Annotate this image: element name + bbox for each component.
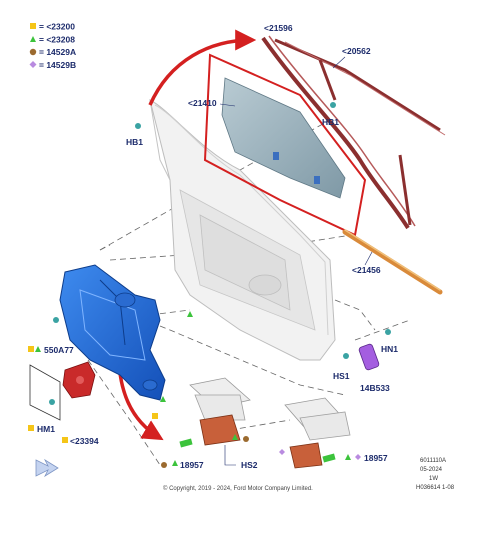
red-arrow-glass — [148, 29, 257, 106]
weatherstrip — [342, 229, 443, 295]
label-motor-bolt: HM1 — [37, 424, 55, 434]
circle-marker-icon — [29, 48, 37, 56]
label-belt-trim: <20562 — [342, 46, 371, 56]
footer-code3: 1W — [429, 476, 438, 482]
weatherstrip-highlight — [344, 229, 441, 291]
door-module — [358, 343, 380, 371]
window-glass — [203, 53, 367, 237]
front-direction-arrow-icon — [35, 458, 59, 478]
label-switch-left: 18957 — [180, 460, 204, 470]
window-run-trim — [261, 35, 446, 230]
door-inner-panel — [149, 99, 336, 361]
diamond-marker-icon — [29, 61, 37, 68]
fastener-markers — [28, 102, 391, 468]
label-outer-run: <21596 — [264, 23, 293, 33]
label-bolt-hb1-glass: HB1 — [322, 117, 339, 127]
triangle-marker-icon — [30, 36, 36, 42]
window-regulator — [59, 264, 166, 401]
switch-right — [284, 397, 351, 469]
label-switch-right: 18957 — [364, 453, 388, 463]
legend-label-circle: = 14529A — [39, 47, 76, 57]
label-module: 14B533 — [360, 383, 390, 393]
footer-code2: 05-2024 — [420, 467, 443, 473]
legend: = <23200 = <23208 = 14529A = 14529B — [29, 22, 76, 70]
window-motor — [29, 361, 96, 421]
label-bolt-hb1-door: HB1 — [126, 137, 143, 147]
legend-label-triangle: = <23208 — [39, 35, 75, 45]
footer: 6011110A 05-2024 1W H036614 1-08 © Copyr… — [163, 458, 455, 492]
part-labels: <21410 <21596 <20562 HB1 HB1 <21456 550A… — [37, 23, 398, 470]
label-glass: <21410 — [188, 98, 217, 108]
footer-code1: 6011110A — [420, 458, 446, 464]
label-nut-hn1: HN1 — [381, 344, 398, 354]
label-screw-hs1: HS1 — [333, 371, 350, 381]
square-marker-icon — [30, 23, 36, 29]
switch-left — [179, 377, 251, 448]
label-weatherstrip: <21456 — [352, 265, 381, 275]
label-motor: <23394 — [70, 436, 99, 446]
legend-label-square: = <23200 — [39, 22, 75, 32]
footer-code4: H036614 1-08 — [416, 485, 455, 491]
legend-label-diamond: = 14529B — [39, 60, 76, 70]
label-screw-hs2: HS2 — [241, 460, 258, 470]
label-regulator-bolt: 550A77 — [44, 345, 74, 355]
copyright-text: © Copyright, 2019 - 2024, Ford Motor Com… — [163, 485, 313, 492]
